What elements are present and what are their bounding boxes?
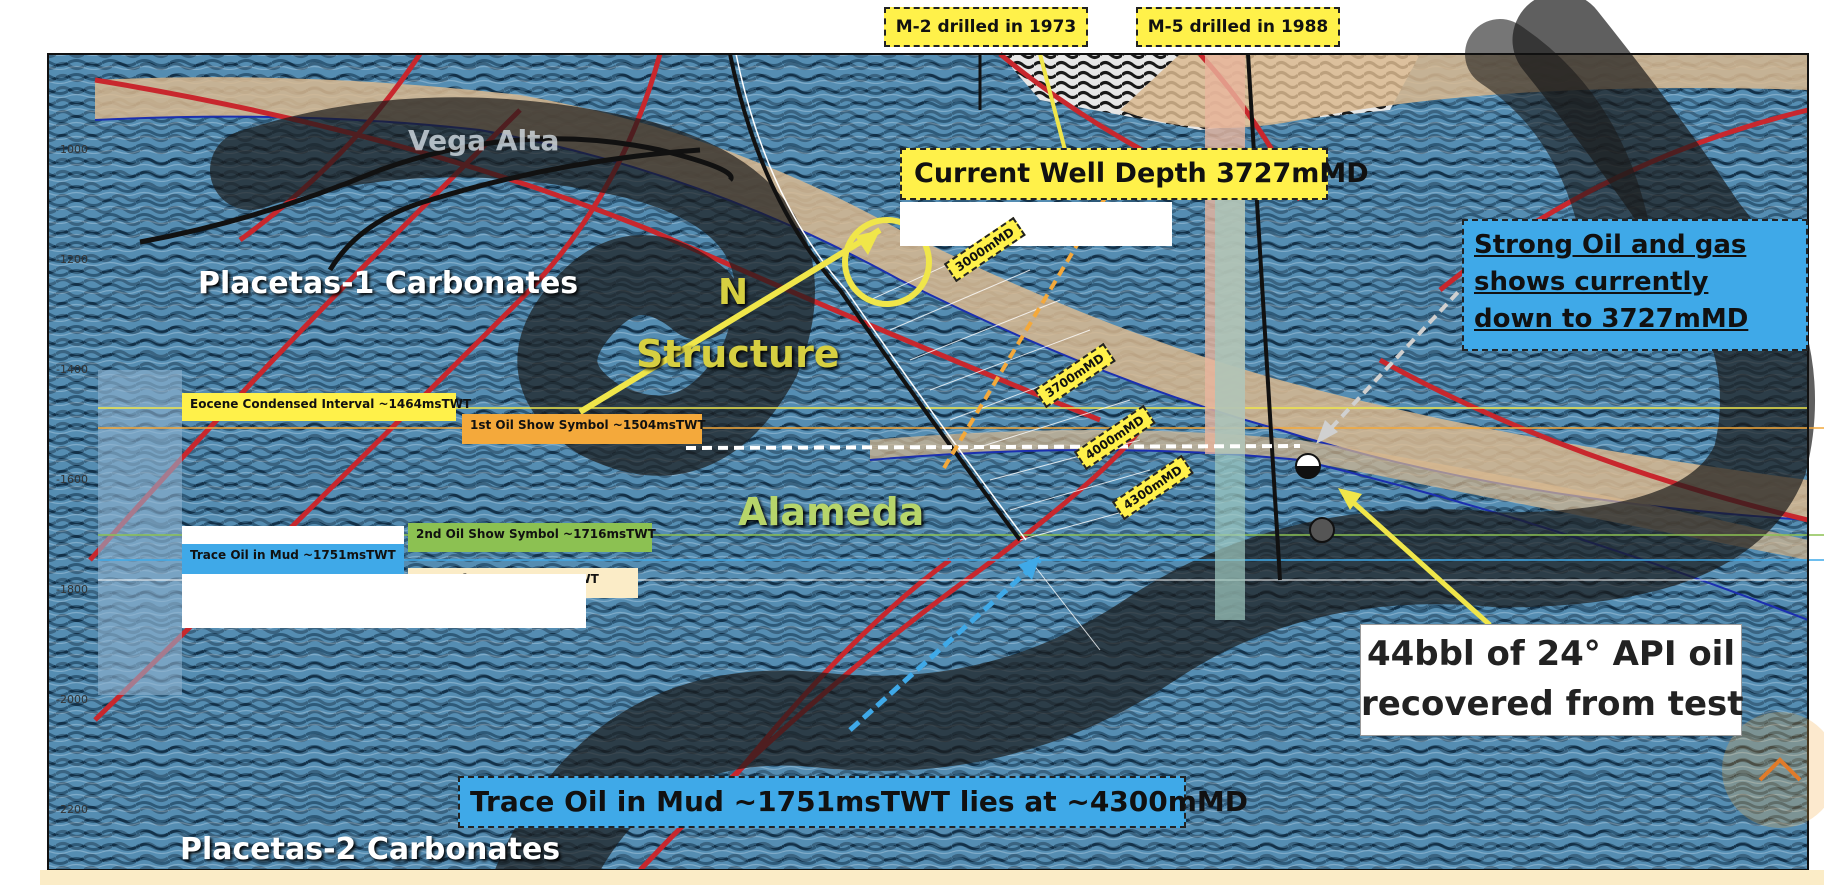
tan-layer-band bbox=[95, 77, 1808, 521]
current-well-depth-label: Current Well Depth 3727mMD bbox=[900, 148, 1369, 200]
depth-tick: -2000 bbox=[56, 693, 88, 706]
vega-alta-label: Vega Alta bbox=[408, 124, 560, 157]
n-structure-label-2: Structure bbox=[636, 332, 840, 376]
second-show-tag: 2nd Oil Show Symbol ~1716msTWT bbox=[408, 523, 656, 552]
test-result-line2: recovered from test bbox=[1361, 684, 1744, 724]
depth-tick: -2200 bbox=[56, 803, 88, 816]
blank-callout-box bbox=[900, 202, 1172, 246]
well-m2-label: M-2 drilled in 1973 bbox=[884, 7, 1088, 47]
well-m5-label: M-5 drilled in 1988 bbox=[1136, 7, 1340, 47]
alameda-label: Alameda bbox=[738, 490, 925, 534]
well-m5-track bbox=[1246, 53, 1282, 581]
first-show-tag: 1st Oil Show Symbol ~1504msTWT bbox=[462, 414, 706, 444]
trace-oil-tag: Trace Oil in Mud ~1751msTWT bbox=[182, 544, 404, 574]
test-result-line1: 44bbl of 24° API oil bbox=[1366, 634, 1735, 674]
current-well-track bbox=[728, 53, 1022, 542]
depth-tick: -1400 bbox=[56, 363, 88, 376]
depth-tick: -1600 bbox=[56, 473, 88, 486]
depth-tick: -1200 bbox=[56, 253, 88, 266]
test-result-box: 44bbl of 24° API oil recovered from test bbox=[1360, 624, 1744, 736]
dark-overlay-swirl bbox=[210, 97, 815, 476]
log-track bbox=[98, 370, 182, 695]
depth-tick: -1000 bbox=[56, 143, 88, 156]
placetas1-label: Placetas-1 Carbonates bbox=[198, 266, 579, 301]
placetas2-label: Placetas-2 Carbonates bbox=[180, 832, 561, 867]
eocene-tag: Eocene Condensed Interval ~1464msTWT bbox=[182, 393, 471, 421]
depth-tick: -1800 bbox=[56, 583, 88, 596]
trace-oil-bottom-callout: Trace Oil in Mud ~1751msTWT lies at ~430… bbox=[458, 776, 1248, 828]
strong-shows-callout: Strong Oil and gas shows currently down … bbox=[1462, 219, 1808, 351]
n-structure-label-1: N bbox=[718, 272, 749, 313]
well-top-circle bbox=[842, 217, 932, 307]
